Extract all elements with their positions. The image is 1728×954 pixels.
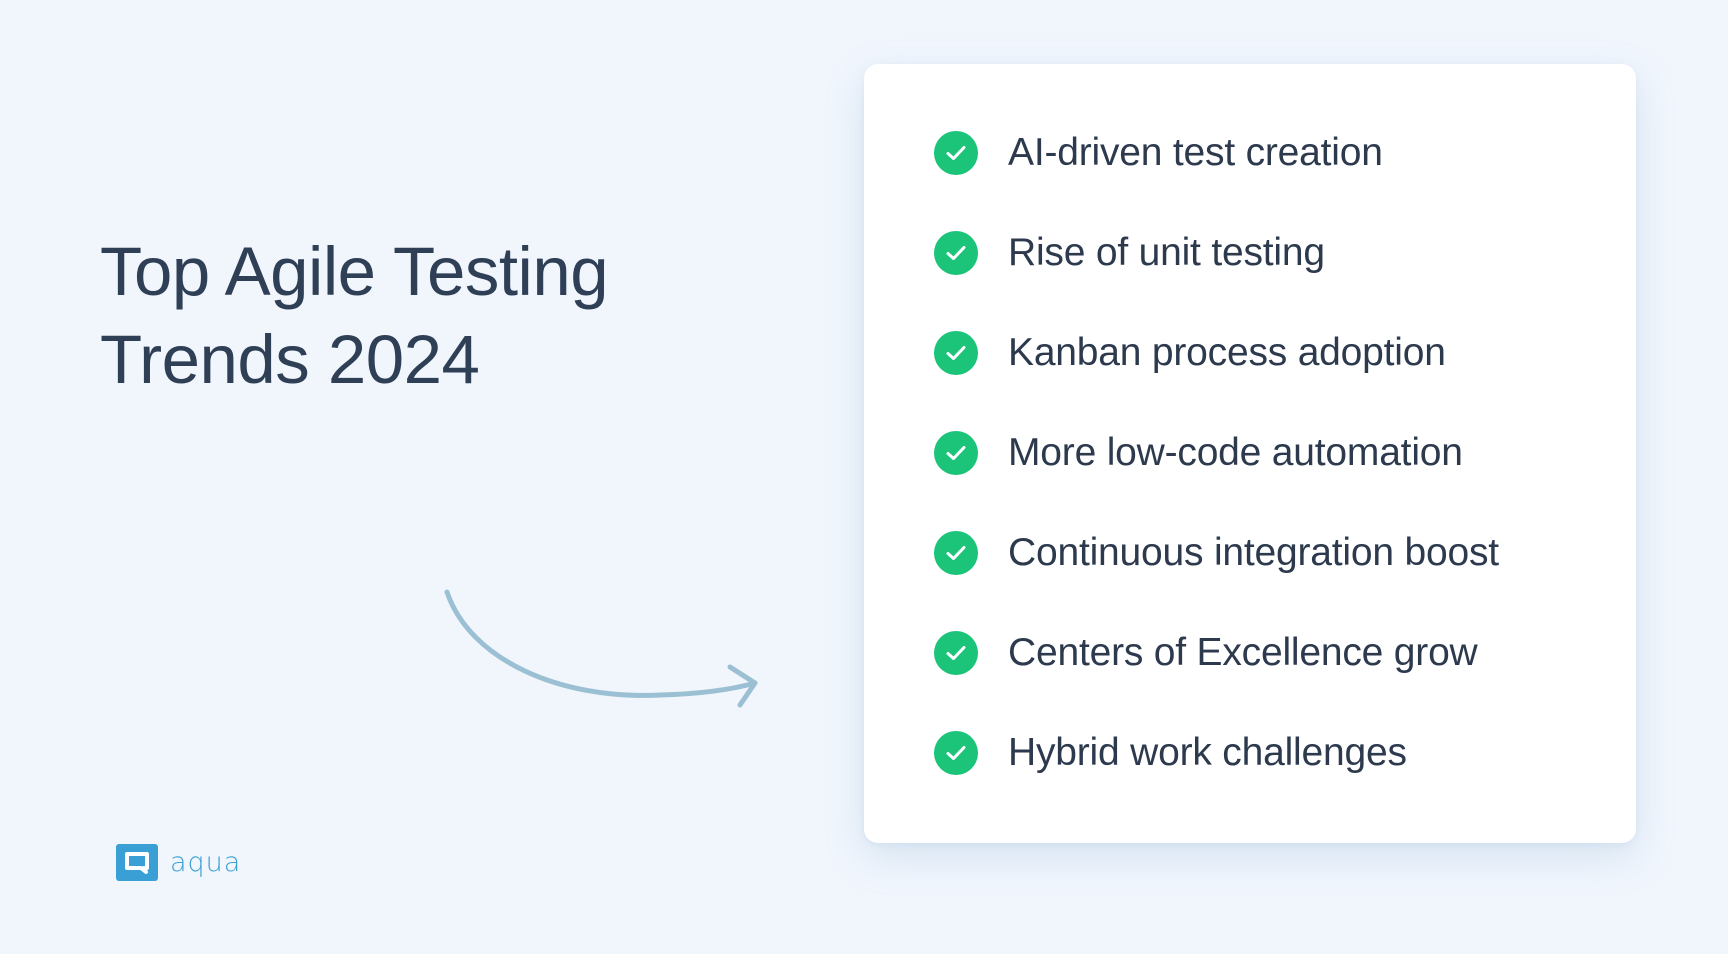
trends-card: AI-driven test creation Rise of unit tes… <box>864 64 1636 843</box>
check-circle-icon <box>934 731 978 775</box>
trend-label: Hybrid work challenges <box>1008 731 1407 774</box>
aqua-logo-icon <box>116 844 158 881</box>
trend-item: Continuous integration boost <box>934 528 1499 578</box>
trend-item: Hybrid work challenges <box>934 728 1407 778</box>
trend-label: More low-code automation <box>1008 431 1463 474</box>
trend-label: Centers of Excellence grow <box>1008 631 1478 674</box>
trend-label: Continuous integration boost <box>1008 531 1499 574</box>
check-circle-icon <box>934 231 978 275</box>
trend-item: Kanban process adoption <box>934 328 1446 378</box>
check-circle-icon <box>934 331 978 375</box>
trend-item: AI-driven test creation <box>934 128 1383 178</box>
trend-label: Rise of unit testing <box>1008 231 1325 274</box>
check-circle-icon <box>934 131 978 175</box>
title-line-1: Top Agile Testing <box>100 233 609 310</box>
check-circle-icon <box>934 531 978 575</box>
trend-label: Kanban process adoption <box>1008 331 1446 374</box>
trend-item: Rise of unit testing <box>934 228 1325 278</box>
page-title: Top Agile Testing Trends 2024 <box>100 228 609 404</box>
check-circle-icon <box>934 431 978 475</box>
title-line-2: Trends 2024 <box>100 321 480 398</box>
trend-label: AI-driven test creation <box>1008 131 1383 174</box>
aqua-logo: aqua <box>116 844 241 881</box>
check-circle-icon <box>934 631 978 675</box>
trend-item: Centers of Excellence grow <box>934 628 1478 678</box>
trend-item: More low-code automation <box>934 428 1463 478</box>
brand-name: aqua <box>170 847 242 878</box>
